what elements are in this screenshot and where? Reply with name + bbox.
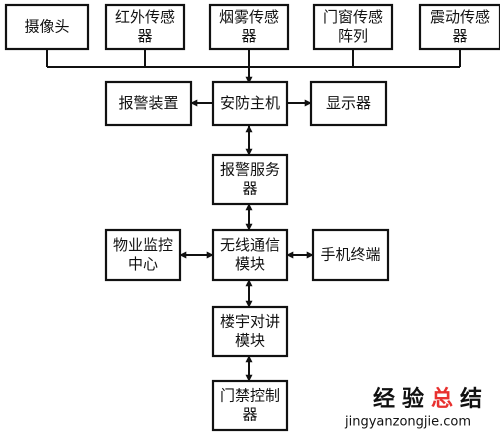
node-box — [211, 379, 289, 432]
node-label: 手机终端 — [320, 246, 380, 264]
node-display: 显示器 — [309, 80, 388, 127]
node-label: 器 — [452, 27, 467, 45]
node-box — [312, 3, 394, 51]
node-label: 器 — [242, 406, 257, 424]
node-alarm-device: 报警装置 — [104, 80, 193, 127]
node-label: 报警服务 — [220, 161, 280, 179]
node-label: 器 — [242, 180, 257, 198]
node-label: 阵列 — [338, 27, 368, 45]
node-box — [208, 3, 290, 51]
node-label: 红外传感 — [115, 8, 175, 26]
node-mobile: 手机终端 — [311, 228, 390, 282]
node-box — [211, 153, 289, 206]
node-label: 报警装置 — [118, 94, 178, 112]
node-label: 模块 — [235, 332, 265, 350]
node-box — [211, 228, 289, 282]
node-label: 模块 — [235, 255, 265, 273]
node-label: 门禁控制 — [220, 387, 280, 405]
node-box — [211, 80, 289, 127]
node-label: 震动传感 — [430, 8, 490, 26]
node-label: 无线通信 — [220, 236, 280, 254]
node-box — [311, 228, 390, 282]
node-label: 门窗传感 — [323, 8, 383, 26]
node-label: 安防主机 — [220, 94, 280, 112]
node-box — [211, 305, 289, 358]
watermark-url: jingyanzongjie.com — [344, 415, 471, 430]
node-box — [104, 228, 182, 282]
watermark: 经 验 总 结 jingyanzongjie.com — [344, 386, 482, 430]
watermark-char: 经 — [373, 386, 395, 412]
node-camera: 摄像头 — [4, 3, 90, 51]
node-box — [309, 80, 388, 127]
node-box — [418, 3, 500, 51]
node-label: 物业监控 — [113, 236, 173, 254]
node-box — [4, 3, 90, 51]
node-label: 显示器 — [326, 94, 371, 112]
node-label: 楼宇对讲 — [220, 313, 280, 331]
node-box — [104, 3, 186, 51]
node-host: 安防主机 — [211, 80, 289, 127]
nodes: 摄像头红外传感器烟雾传感器门窗传感阵列震动传感器报警装置安防主机显示器报警服务器… — [4, 3, 500, 432]
watermark-char: 结 — [460, 386, 482, 412]
node-label: 烟雾传感 — [219, 8, 279, 26]
watermark-char: 验 — [402, 386, 424, 412]
connectors — [46, 49, 461, 382]
watermark-char: 总 — [431, 386, 453, 412]
node-label: 中心 — [128, 255, 158, 273]
node-box — [104, 80, 193, 127]
node-label: 摄像头 — [24, 18, 69, 36]
node-label: 器 — [137, 27, 152, 45]
node-label: 器 — [241, 27, 256, 45]
